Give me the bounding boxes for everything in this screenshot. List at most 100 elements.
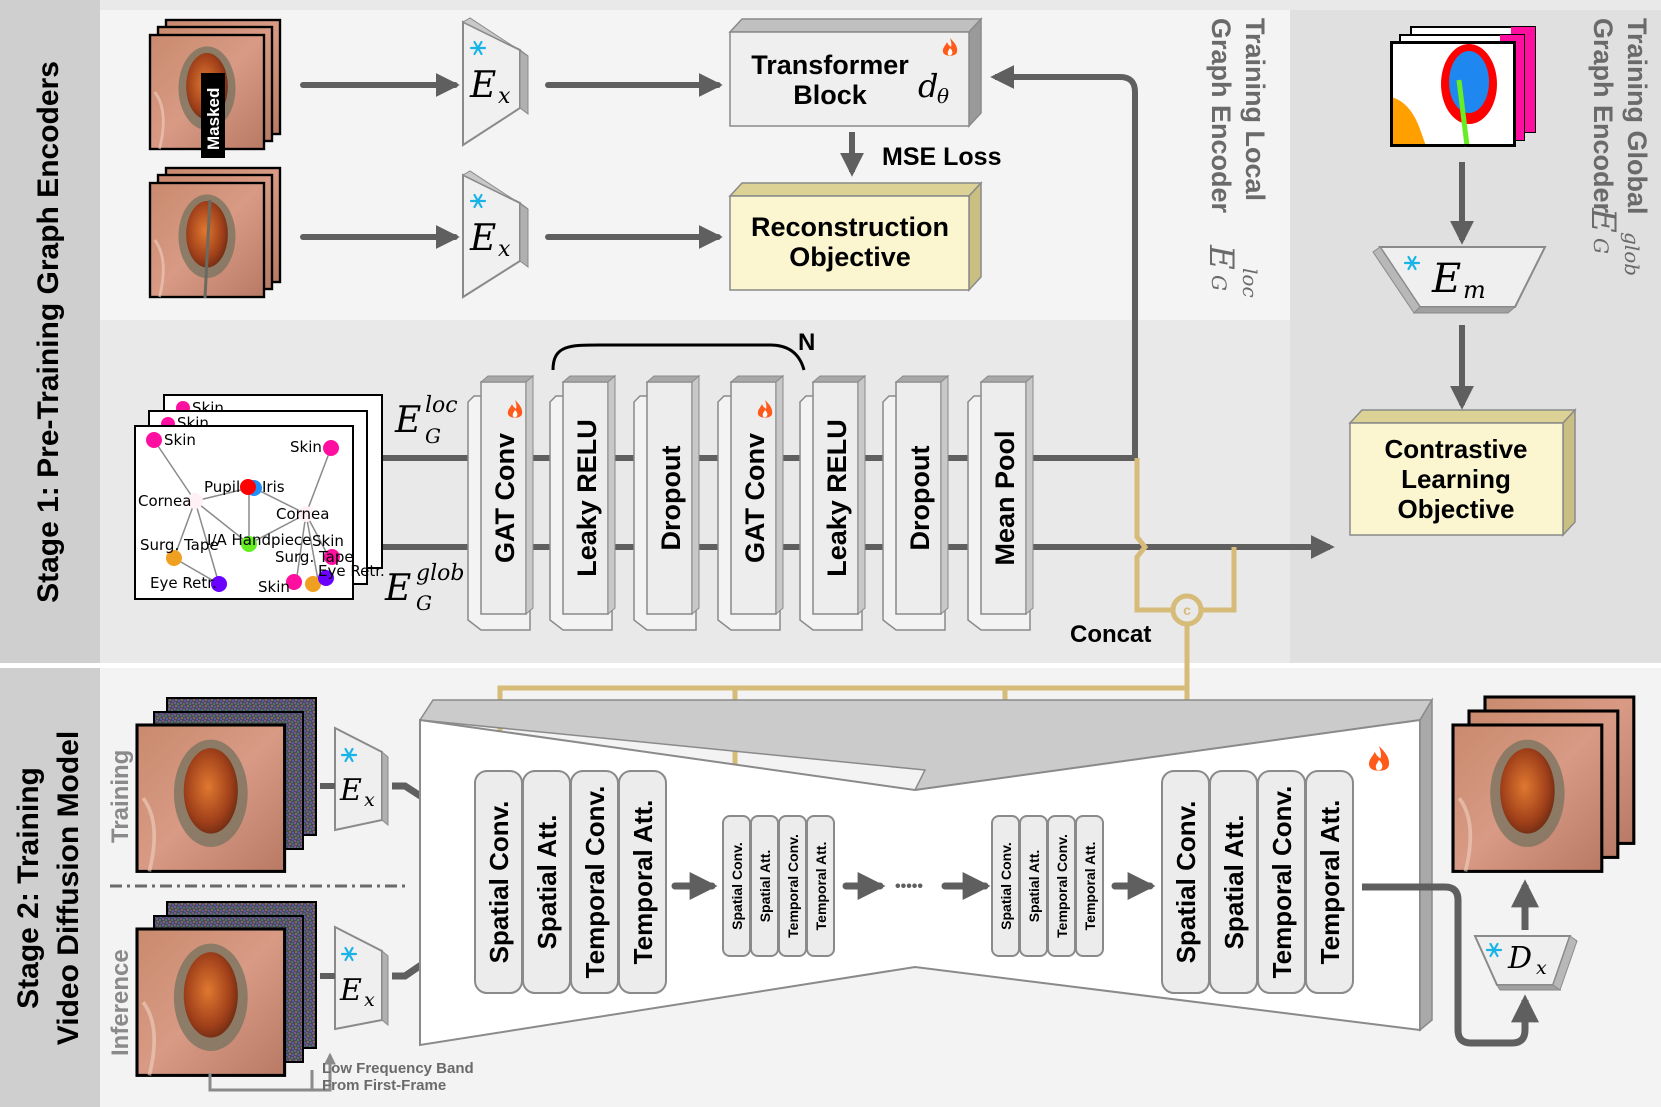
concat-connector	[1134, 458, 1237, 613]
node-label: Eye Retr.	[150, 574, 217, 592]
stage1-title: Stage 1: Pre-Training Graph Encoders	[32, 61, 65, 603]
graph-node	[324, 549, 340, 565]
unet-block-label: Spatial Att.	[1219, 815, 1249, 950]
unet-block-group-dec-small: Spatial Conv.Spatial Att.Temporal Conv.T…	[991, 815, 1104, 957]
global-encoder-label-line2: Graph Encoder	[1588, 18, 1618, 214]
training-image-encoder: E x	[334, 726, 389, 832]
training-encoder-symbol: E	[339, 773, 362, 808]
input-loc-label: E loc G	[394, 393, 458, 448]
contrastive-label-line3: Objective	[1397, 494, 1514, 524]
graph-node	[298, 506, 314, 522]
graph-node	[166, 550, 182, 566]
graph-node	[240, 479, 256, 495]
global-encoder-sub: G	[1589, 238, 1613, 254]
unet-block	[618, 770, 667, 994]
transformer-label-line2: Block	[793, 80, 868, 110]
graph-node	[241, 536, 257, 552]
transformer-label-line1: Transformer	[751, 50, 909, 80]
concat-symbol: c	[1183, 602, 1191, 618]
unet-block-label: Temporal Conv.	[1267, 786, 1297, 979]
generated-video-frames	[1451, 695, 1636, 874]
unet-block-label: Spatial Conv.	[1171, 801, 1201, 964]
image-encoder-sub: x	[498, 84, 511, 109]
node-label: Skin	[164, 431, 196, 449]
gnn-layer-4: GAT Conv	[717, 374, 785, 631]
node-label: Skin	[312, 532, 344, 550]
gnn-layer-label: Mean Pool	[990, 430, 1020, 565]
gnn-layer-label: Leaky RELU	[822, 419, 852, 577]
node-label: Cornea	[138, 492, 191, 510]
unet-block-label: Temporal Conv.	[785, 834, 801, 938]
unet-block-label: Temporal Conv.	[580, 786, 610, 979]
reconstruction-label-line1: Reconstruction	[751, 212, 949, 242]
node-label: Iris	[262, 478, 285, 496]
graph-node-labels: Skin Skin Pupil Iris Cornea Cornea I/A H…	[138, 431, 385, 596]
input-glob-symbol: E	[384, 568, 411, 609]
gnn-layer-stack: GAT Conv Leaky RELU Dropout GAT Conv Leaky R…	[467, 374, 1035, 631]
image-encoder-symbol: E	[469, 65, 496, 106]
input-loc-sub: G	[425, 424, 441, 448]
unet-block-label: Temporal Att.	[1315, 800, 1345, 965]
concat-label: Concat	[1070, 621, 1151, 648]
mask-encoder-sub: m	[1463, 276, 1486, 304]
input-glob-sub: G	[416, 591, 432, 615]
repeat-brace	[551, 343, 806, 371]
segmentation-mask-frames	[1390, 26, 1536, 147]
unet-ellipsis: •••••	[895, 878, 923, 895]
decoder-symbol: D	[1507, 941, 1532, 976]
mask-bar	[201, 73, 225, 158]
mask-encoder-symbol: E	[1431, 256, 1461, 302]
contrastive-label-line2: Learning	[1401, 464, 1511, 494]
reconstruction-objective: Reconstruction Objective	[728, 181, 983, 292]
gnn-layer-5: Leaky RELU	[799, 374, 867, 631]
gnn-layer-label: GAT Conv	[740, 433, 770, 563]
gnn-layer-label: GAT Conv	[490, 433, 520, 563]
gnn-layer-label: Leaky RELU	[572, 419, 602, 577]
inference-image-encoder: E x	[334, 925, 389, 1031]
stage1-title-band	[0, 0, 100, 663]
gnn-layer-2: Leaky RELU	[549, 374, 617, 631]
unet-block-groups: Spatial Conv. Spatial Att. Temporal Conv. T…	[474, 770, 1354, 994]
graph-node	[211, 576, 227, 592]
local-encoder-sub: G	[1207, 275, 1231, 291]
transformer-symbol: d	[918, 67, 938, 105]
unet-block-label: Temporal Att.	[813, 842, 829, 931]
local-encoder-region	[100, 10, 1290, 320]
unet-block-label: Spatial Conv.	[998, 842, 1014, 930]
stage2-title-line2: Video Diffusion Model	[52, 731, 85, 1045]
input-loc-symbol: E	[394, 400, 421, 441]
node-label: Surg. Tape	[275, 548, 354, 566]
graph-node	[305, 576, 321, 592]
local-encoder-label-line1: Training Local	[1240, 18, 1270, 201]
global-encoder-label: Training Global Graph Encoder E glob G	[1583, 18, 1652, 276]
unet-block-label: Spatial Att.	[532, 815, 562, 950]
low-freq-arrow	[208, 1055, 330, 1092]
unet-block-group-dec-large: Spatial Conv. Spatial Att. Temporal Conv. T…	[1161, 770, 1354, 994]
decoder-sub: x	[1536, 957, 1547, 979]
image-encoder-symbol: E	[469, 218, 496, 259]
transformer-sub: θ	[937, 84, 949, 108]
mse-loss-label: MSE Loss	[882, 143, 1001, 171]
node-label: Skin	[290, 438, 322, 456]
unet-block-label: Spatial Att.	[757, 850, 773, 923]
input-glob-label: E glob G	[384, 561, 464, 615]
training-encoder-sub: x	[364, 789, 375, 811]
low-freq-label-line2: From First-Frame	[322, 1077, 446, 1094]
local-encoder-symbol: E	[1201, 244, 1241, 270]
global-encoder-symbol: E	[1583, 207, 1623, 233]
gnn-layer-1: GAT Conv	[467, 374, 535, 631]
gnn-layer-6: Dropout	[882, 374, 950, 631]
stage2-title-line1: Stage 2: Training	[12, 767, 45, 1009]
gnn-layer-label: Dropout	[905, 446, 935, 551]
unet-block-label: Temporal Att.	[1082, 842, 1098, 931]
mask-encoder: E m	[1372, 246, 1547, 314]
node-label: Cornea	[276, 505, 329, 523]
low-freq-label-line1: Low Frequency Band	[322, 1060, 474, 1077]
stage2-title-band	[0, 668, 100, 1107]
unet-block-label: Spatial Att.	[1026, 850, 1042, 923]
gnn-layer-3: Dropout	[633, 374, 701, 631]
inference-label: Inference	[107, 949, 134, 1056]
local-encoder-sup: loc	[1238, 268, 1262, 298]
gnn-layer-7: Mean Pool	[967, 374, 1035, 631]
